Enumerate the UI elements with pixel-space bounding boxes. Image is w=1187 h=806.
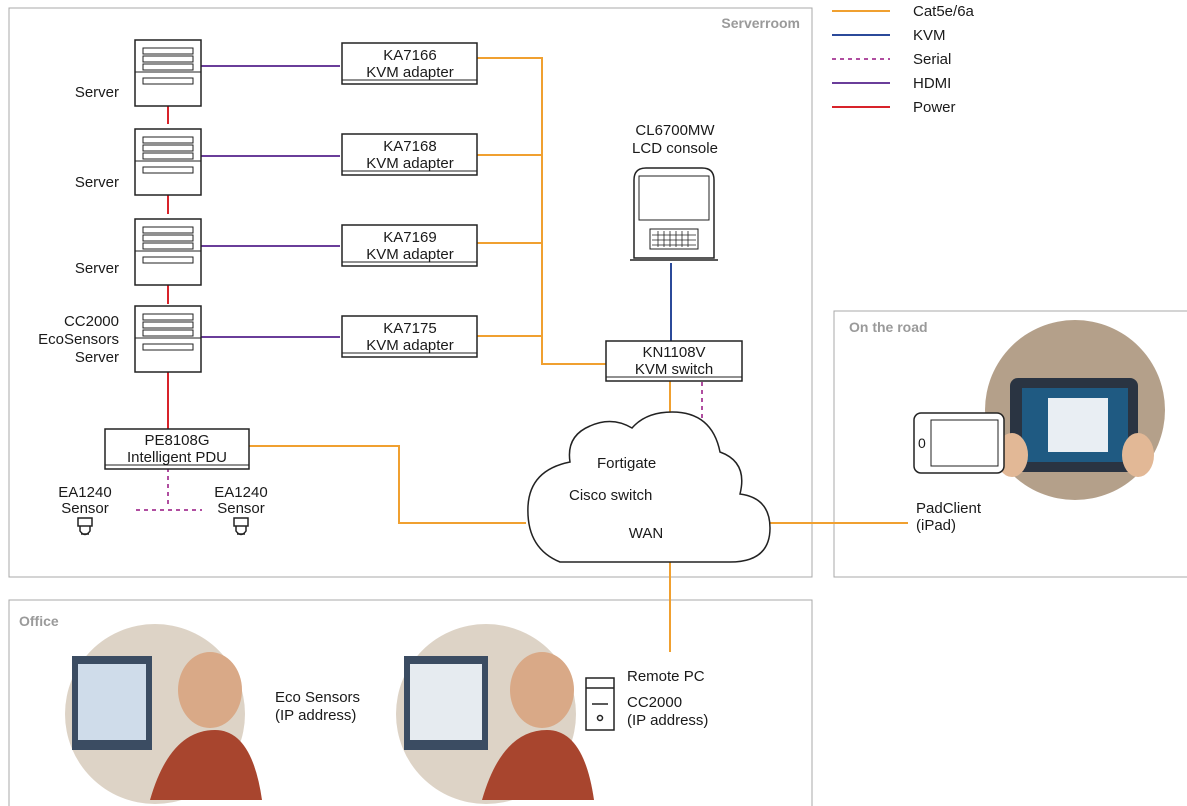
eco-sensors-label-1: Eco Sensors	[275, 689, 360, 706]
pdu-type: Intelligent PDU	[127, 449, 227, 466]
on-the-road-frame	[833, 310, 1187, 578]
server-unit-3	[134, 218, 202, 286]
hdmi-links	[201, 65, 340, 338]
kvm-adapter-4: KA7175 KVM adapter	[341, 315, 478, 358]
sensor-1-model: EA1240	[58, 484, 111, 501]
sensor-1-icon	[77, 517, 93, 536]
serverroom-title: Serverroom	[721, 15, 800, 31]
kvm-adapter-1: KA7166 KVM adapter	[341, 42, 478, 85]
legend: Cat5e/6a KVM Serial HDMI Power	[832, 3, 975, 116]
padclient-device: (iPad)	[916, 517, 956, 534]
kvm-adapter-4-type: KVM adapter	[366, 337, 454, 354]
sensor-2-icon	[233, 517, 249, 536]
eco-sensors-user-photo	[65, 624, 262, 804]
kvm-switch: KN1108V KVM switch	[605, 340, 743, 382]
kvm-adapter-3-model: KA7169	[383, 229, 436, 246]
remote-pc-label-3: (IP address)	[627, 712, 708, 729]
cloud-fortigate-label: Fortigate	[597, 455, 656, 472]
legend-label-kvm: KVM	[913, 27, 946, 44]
eco-sensors-label-2: (IP address)	[275, 707, 356, 724]
server-label-3: Server	[75, 260, 119, 277]
kvm-adapter-1-model: KA7166	[383, 47, 436, 64]
cloud-wan-label: WAN	[629, 525, 663, 542]
server-label-1: Server	[75, 84, 119, 101]
kvm-adapter-2-model: KA7168	[383, 138, 436, 155]
kvm-adapter-1-type: KVM adapter	[366, 64, 454, 81]
server-unit-1	[134, 39, 202, 107]
wan-cloud	[527, 411, 771, 563]
ipad-home-button: 0	[918, 435, 926, 451]
kvm-adapter-3-type: KVM adapter	[366, 246, 454, 263]
console-type: LCD console	[632, 140, 718, 157]
remote-pc-label-1: Remote PC	[627, 668, 705, 685]
on-the-road-title: On the road	[849, 319, 928, 335]
sensor-2-type: Sensor	[217, 500, 265, 517]
server-unit-2	[134, 128, 202, 196]
kvm-adapter-2: KA7168 KVM adapter	[341, 133, 478, 176]
server-label-4-line-3: Server	[75, 349, 119, 366]
ipad-icon: 0	[913, 412, 1005, 474]
kvm-switch-type: KVM switch	[635, 361, 713, 378]
sensor-1-type: Sensor	[61, 500, 109, 517]
padclient-name: PadClient	[916, 500, 982, 517]
serverroom-frame	[8, 7, 813, 578]
server-label-4-line-2: EcoSensors	[38, 331, 119, 348]
console-model: CL6700MW	[635, 122, 715, 139]
office-frame	[8, 599, 813, 806]
legend-label-power: Power	[913, 99, 956, 116]
ipad-user-photo	[985, 320, 1165, 500]
kvm-adapter-3: KA7169 KVM adapter	[341, 224, 478, 267]
office-title: Office	[19, 613, 59, 629]
cat5-links	[249, 57, 908, 652]
kvm-switch-model: KN1108V	[642, 344, 705, 361]
desktop-pc-icon	[585, 677, 615, 731]
legend-label-serial: Serial	[913, 51, 951, 68]
remote-pc-label-2: CC2000	[627, 694, 682, 711]
server-label-2: Server	[75, 174, 119, 191]
pdu: PE8108G Intelligent PDU	[104, 428, 250, 470]
server-unit-4	[134, 305, 202, 373]
pdu-model: PE8108G	[144, 432, 209, 449]
kvm-adapter-4-model: KA7175	[383, 320, 436, 337]
legend-label-cat5: Cat5e/6a	[913, 3, 975, 20]
lcd-console-icon	[630, 167, 718, 261]
server-label-4-line-1: CC2000	[64, 313, 119, 330]
cloud-cisco-label: Cisco switch	[569, 487, 652, 504]
legend-label-hdmi: HDMI	[913, 75, 951, 92]
sensor-2-model: EA1240	[214, 484, 267, 501]
kvm-adapter-2-type: KVM adapter	[366, 155, 454, 172]
remote-pc-user-photo	[396, 624, 594, 804]
